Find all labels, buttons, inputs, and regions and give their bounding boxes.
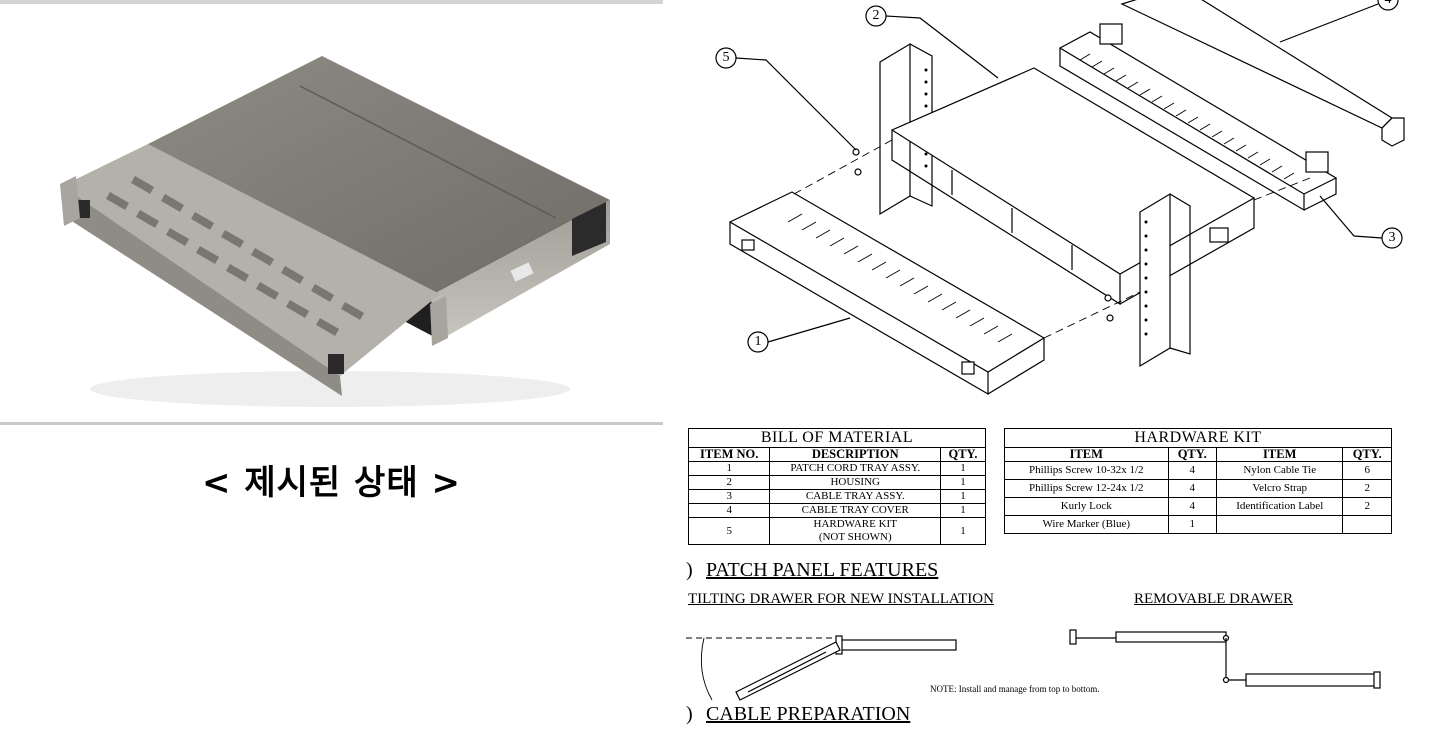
kit-cell: Phillips Screw 10-32x 1/2 [1004, 461, 1169, 480]
kit-cell: 2 [1342, 479, 1392, 498]
bom-cell-line: HARDWARE KIT [813, 518, 897, 530]
cable-preparation-heading: CABLE PREPARATION [706, 703, 911, 725]
bom-header-description: DESCRIPTION [769, 447, 942, 462]
table-row: Phillips Screw 12-24x 1/2 4 Velcro Strap… [1004, 479, 1392, 498]
callout-5 [715, 47, 857, 151]
screws [852, 148, 1114, 322]
bom-cell: 1 [940, 503, 986, 518]
bom-cell: 1 [687, 461, 771, 476]
bom-cell-line: (NOT SHOWN) [818, 531, 892, 543]
bom-cell: 1 [940, 517, 986, 545]
bom-cell: 3 [687, 489, 771, 504]
cable-tray-cover [1120, 0, 1405, 147]
kit-cell: 4 [1167, 497, 1217, 516]
bom-cell: 2 [687, 475, 771, 490]
kit-cell: 4 [1167, 479, 1217, 498]
callout-3-number: 3 [1388, 230, 1396, 245]
patch-panel-photo [60, 56, 610, 407]
kit-header-item: ITEM [1004, 447, 1169, 462]
exploded-assembly-diagram [715, 0, 1405, 396]
bom-cell: 5 [687, 517, 771, 545]
patch-cord-tray [62, 144, 440, 376]
features-bullet: ) [686, 559, 693, 581]
callout-3 [1319, 195, 1403, 249]
callout-1-number: 1 [754, 334, 762, 349]
patch-cord-tray [728, 191, 1046, 396]
product-photo-panel [0, 0, 663, 425]
bom-cell: HOUSING [769, 475, 942, 490]
table-row: 3 CABLE TRAY ASSY. 1 [687, 489, 986, 504]
features-heading: PATCH PANEL FEATURES [706, 559, 939, 581]
bom-cell: CABLE TRAY ASSY. [769, 489, 942, 504]
table-row: Phillips Screw 10-32x 1/2 4 Nylon Cable … [1004, 461, 1392, 480]
kit-header-item-2: ITEM [1215, 447, 1344, 462]
bom-cell: 1 [940, 461, 986, 476]
bill-of-material-table: BILL OF MATERIAL ITEM NO. DESCRIPTION QT… [687, 428, 986, 545]
removable-drawer-label: REMOVABLE DRAWER [1134, 591, 1293, 607]
kit-cell: Wire Marker (Blue) [1004, 515, 1169, 534]
kit-header-qty: QTY. [1167, 447, 1217, 462]
callout-4 [1279, 0, 1399, 43]
table-row: 5 HARDWARE KIT (NOT SHOWN) 1 [687, 517, 986, 545]
cable-tray-slots [1079, 53, 1295, 180]
tray-slots [106, 176, 365, 336]
kit-cell [1342, 515, 1392, 534]
kit-cell: Velcro Strap [1215, 479, 1344, 498]
kit-cell [1215, 515, 1344, 534]
removable-drawer-illustration [1069, 629, 1381, 689]
bom-cell: 4 [687, 503, 771, 518]
hardware-kit-table: HARDWARE KIT ITEM QTY. ITEM QTY. Phillip… [1004, 428, 1392, 534]
housing-top [148, 56, 610, 296]
kit-cell: Phillips Screw 12-24x 1/2 [1004, 479, 1169, 498]
kit-cell: Kurly Lock [1004, 497, 1169, 516]
callout-1 [747, 317, 851, 353]
bom-cell: 1 [940, 475, 986, 490]
callout-5-number: 5 [722, 50, 730, 65]
assembly-lines [793, 139, 1311, 339]
callout-2-number: 2 [872, 8, 880, 23]
tilting-drawer-label: TILTING DRAWER FOR NEW INSTALLATION [688, 591, 994, 607]
callout-2 [865, 5, 999, 79]
kit-cell: 2 [1342, 497, 1392, 516]
bom-cell: CABLE TRAY COVER [769, 503, 942, 518]
table-row: 1 PATCH CORD TRAY ASSY. 1 [687, 461, 986, 476]
bom-header-item-no: ITEM NO. [687, 447, 771, 462]
table-row: Kurly Lock 4 Identification Label 2 [1004, 497, 1392, 516]
kit-header-qty-2: QTY. [1342, 447, 1392, 462]
callout-4-number: 4 [1382, 0, 1394, 8]
bom-cell: 1 [940, 489, 986, 504]
right-rack-rail [1139, 192, 1191, 368]
patch-cord-tray-slots [787, 213, 1013, 343]
table-row: Wire Marker (Blue) 1 [1004, 515, 1392, 534]
bom-title: BILL OF MATERIAL [688, 428, 986, 448]
kit-cell: 4 [1167, 461, 1217, 480]
kit-cell: 1 [1167, 515, 1217, 534]
table-row: 2 HOUSING 1 [687, 475, 986, 490]
cable-tray [1058, 23, 1338, 212]
table-row: 4 CABLE TRAY COVER 1 [687, 503, 986, 518]
kit-cell: 6 [1342, 461, 1392, 480]
bom-header-qty: QTY. [940, 447, 986, 462]
installation-note: NOTE: Install and manage from top to bot… [930, 684, 1100, 694]
photo-caption: < 제시된 상태 > [202, 463, 461, 503]
bom-cell: PATCH CORD TRAY ASSY. [769, 461, 942, 476]
kit-cell: Identification Label [1215, 497, 1344, 516]
tilting-drawer-illustration [686, 635, 957, 701]
cable-bullet: ) [686, 703, 693, 725]
bom-cell: HARDWARE KIT (NOT SHOWN) [769, 517, 942, 545]
hardware-kit-title: HARDWARE KIT [1004, 428, 1392, 448]
kit-cell: Nylon Cable Tie [1215, 461, 1344, 480]
drawer-features-diagram [686, 629, 1381, 701]
